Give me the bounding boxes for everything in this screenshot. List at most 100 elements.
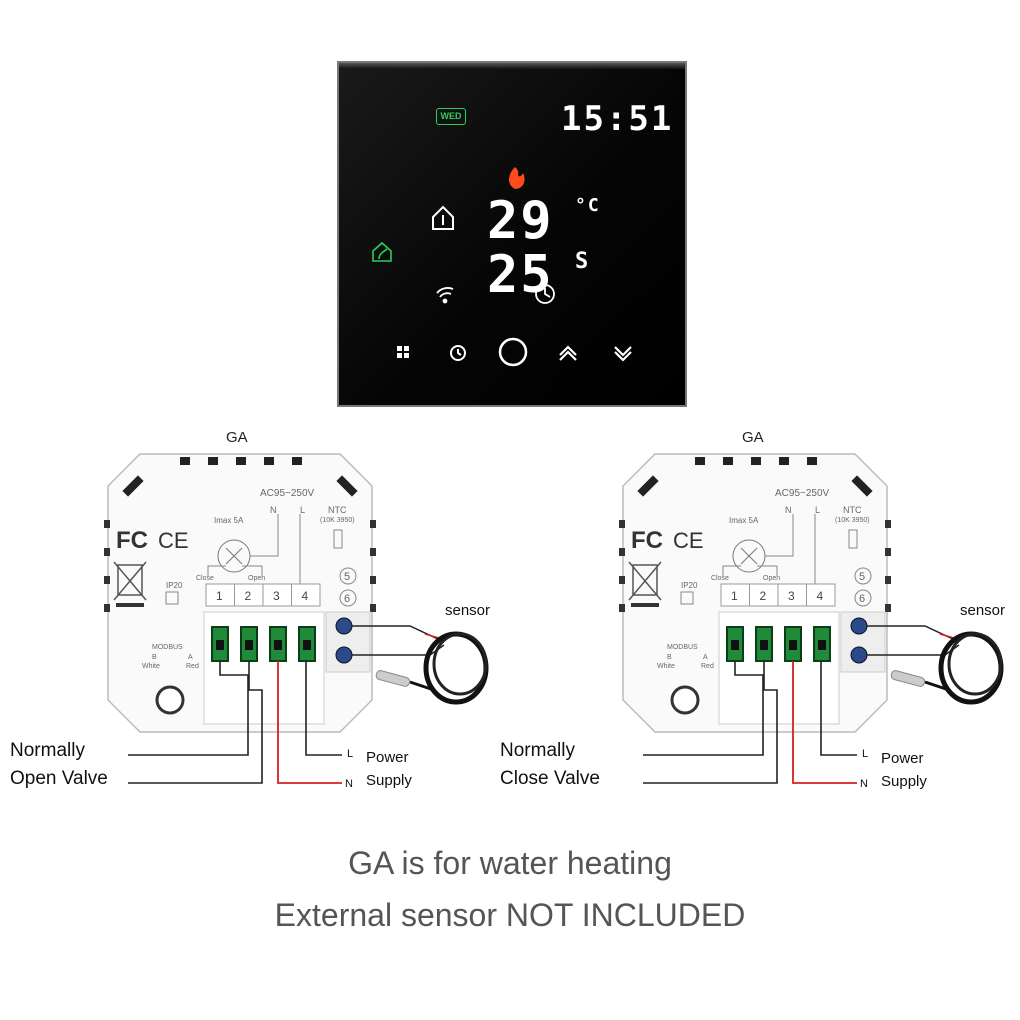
mount-tab: [695, 457, 705, 465]
terminal-number: 1: [216, 589, 223, 603]
weee-icon: [632, 564, 658, 596]
wiring-diagrams: AC95~250V Imax 5A N L NTC (10K 3950) Close Open…: [104, 453, 1004, 784]
modbus-b-label: B: [152, 654, 157, 661]
neutral-wire: [792, 661, 857, 784]
valve-wire-2: [643, 661, 778, 784]
weee-icon: [113, 561, 147, 601]
clock-icon[interactable]: [450, 345, 466, 361]
schematic-line: [207, 514, 301, 585]
imax-text: Imax 5A: [214, 516, 244, 525]
power-label-line1: Power: [366, 749, 409, 766]
eco-home-icon: [372, 241, 392, 262]
panel-icons: [372, 167, 632, 367]
neutral-wire: [277, 661, 342, 784]
valve-wire-1: [128, 661, 249, 756]
ce-mark: CE: [158, 528, 189, 553]
ip-box: [165, 591, 179, 605]
sensor-screw: [850, 617, 868, 635]
mount-slot: [336, 475, 358, 497]
side-notch: [619, 520, 625, 528]
caption-line2: External sensor NOT INCLUDED: [274, 897, 746, 933]
imax-text: Imax 5A: [729, 516, 759, 525]
schematic-line: [722, 514, 816, 585]
terminal-5-circle: [339, 567, 357, 585]
sensor-cable-coil: [432, 632, 488, 696]
power-icon[interactable]: [498, 337, 528, 367]
screw-terminal-slot: [760, 640, 768, 650]
ntc-spec: (10K 3950): [320, 517, 355, 524]
mount-tab: [751, 457, 761, 465]
side-notch: [370, 576, 376, 584]
terminal-number: 1: [731, 589, 738, 603]
terminal-number: 2: [760, 589, 767, 603]
mount-slot: [851, 475, 873, 497]
down-arrow-icon[interactable]: [614, 346, 632, 362]
wifi-icon: [436, 287, 454, 304]
schedule-icon: [535, 284, 555, 304]
caption-line1: GA is for water heating: [348, 845, 672, 881]
side-notch: [619, 604, 625, 612]
side-notch: [619, 548, 625, 556]
live-wire: [820, 661, 857, 756]
power-label-line2: Supply: [366, 772, 412, 789]
n-label: N: [785, 505, 792, 515]
side-notch: [370, 520, 376, 528]
screw-terminal-slot: [274, 640, 282, 650]
red-label: Red: [701, 663, 714, 670]
valve-wire-1: [643, 661, 764, 756]
screw-terminal-slot: [789, 640, 797, 650]
clock-display: 15:51: [561, 99, 674, 139]
ntc-symbol: [333, 529, 343, 549]
side-notch: [885, 548, 891, 556]
side-notch: [885, 520, 891, 528]
terminal-number: 4: [302, 589, 309, 603]
open-label: Open: [248, 575, 265, 582]
ntc-label: NTC: [843, 505, 862, 515]
valve-label-line1: Normally: [500, 740, 575, 761]
sensor-cable: [924, 680, 950, 692]
side-notch: [104, 576, 110, 584]
wire-l-label: L: [347, 748, 354, 760]
fc-mark: FC: [631, 527, 663, 554]
l-label: L: [300, 505, 305, 515]
home-icon: [432, 205, 454, 230]
sensor-probe: [375, 670, 411, 687]
modbus-label: MODBUS: [667, 644, 698, 651]
setpoint-display: 25: [487, 245, 554, 305]
mount-slot: [637, 475, 659, 497]
sensor-cable: [409, 680, 435, 692]
ntc-label: NTC: [328, 505, 347, 515]
mount-tab: [264, 457, 274, 465]
live-wire: [305, 661, 342, 756]
ce-mark: CE: [673, 528, 704, 553]
terminal-6-circle: [339, 589, 357, 607]
close-label: Close: [196, 575, 214, 582]
side-notch: [885, 576, 891, 584]
modbus-a-label: A: [703, 654, 708, 661]
weee-icon: [628, 561, 662, 601]
terminal-number: 3: [273, 589, 280, 603]
setpoint-unit: S: [575, 249, 591, 274]
wire-l-label: L: [862, 748, 869, 760]
wire-n-label: N: [345, 778, 353, 790]
rating-text: AC95~250V: [775, 488, 830, 499]
sensor-screw: [335, 617, 353, 635]
terminal-number: 2: [245, 589, 252, 603]
side-notch: [104, 520, 110, 528]
mount-tab: [236, 457, 246, 465]
weee-icon: [116, 603, 144, 607]
screw-terminal-slot: [216, 640, 224, 650]
ip-label: IP20: [166, 581, 183, 590]
red-label: Red: [186, 663, 199, 670]
up-arrow-icon[interactable]: [559, 345, 577, 361]
modbus-label: MODBUS: [152, 644, 183, 651]
valve-icon: [740, 547, 758, 565]
power-label-line2: Supply: [881, 773, 927, 790]
ntc-spec: (10K 3950): [835, 517, 870, 524]
modbus-port: [670, 685, 700, 715]
rating-text: AC95~250V: [260, 488, 315, 499]
modbus-a-label: A: [188, 654, 193, 661]
menu-icon[interactable]: [397, 346, 409, 358]
